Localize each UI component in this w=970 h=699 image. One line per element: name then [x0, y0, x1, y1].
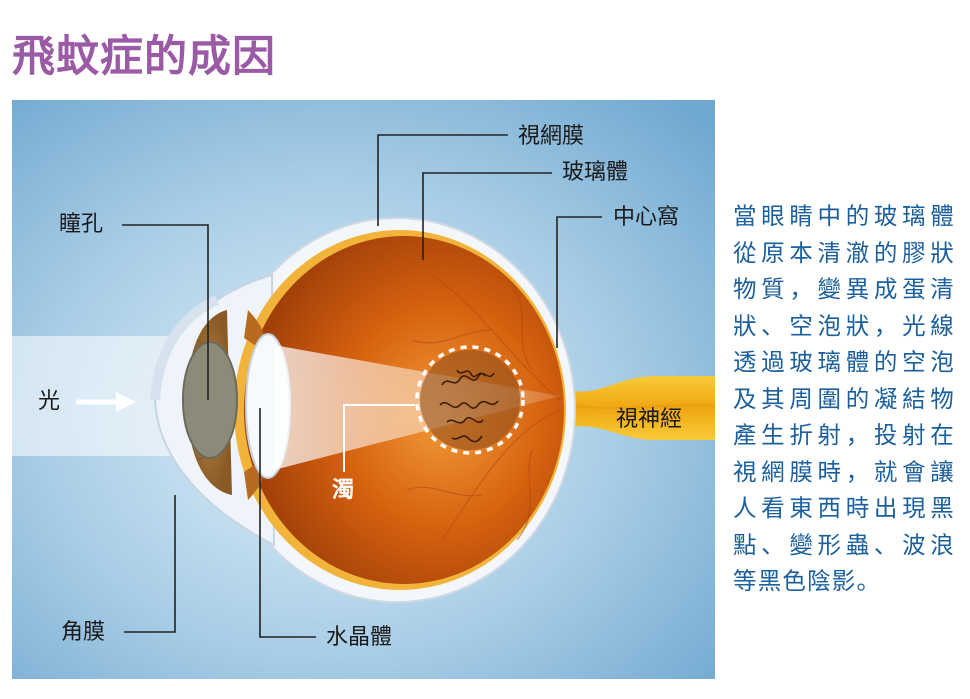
floater-spot — [420, 350, 520, 450]
leader-lines — [122, 134, 602, 638]
turbid-leader-line — [343, 404, 415, 472]
label-vitreous: 玻璃體 — [562, 160, 629, 185]
label-light: 光 — [38, 389, 61, 414]
page-title: 飛蚊症的成因 — [12, 32, 276, 82]
eye-diagram: 視網膜 玻璃體 中心窩 瞳孔 光 視神經 濁 角膜 水晶體 — [12, 100, 715, 679]
label-optic-nerve: 視神經 — [616, 407, 683, 432]
floater-highlight — [415, 345, 525, 455]
light-arrow — [76, 392, 136, 412]
label-retina: 視網膜 — [518, 124, 585, 149]
label-turbid: 濁 — [332, 478, 355, 503]
label-fovea: 中心窩 — [613, 205, 680, 230]
label-pupil: 瞳孔 — [59, 212, 104, 237]
label-lens: 水晶體 — [326, 625, 393, 650]
pupil — [182, 341, 238, 459]
floater-strands — [439, 369, 499, 443]
eye-illustration — [12, 100, 715, 679]
label-cornea: 角膜 — [61, 620, 106, 645]
description-text: 當眼睛中的玻璃體從原本清澈的膠狀物質，變異成蛋清狀、空泡狀，光線透過玻璃體的空泡… — [733, 202, 955, 595]
